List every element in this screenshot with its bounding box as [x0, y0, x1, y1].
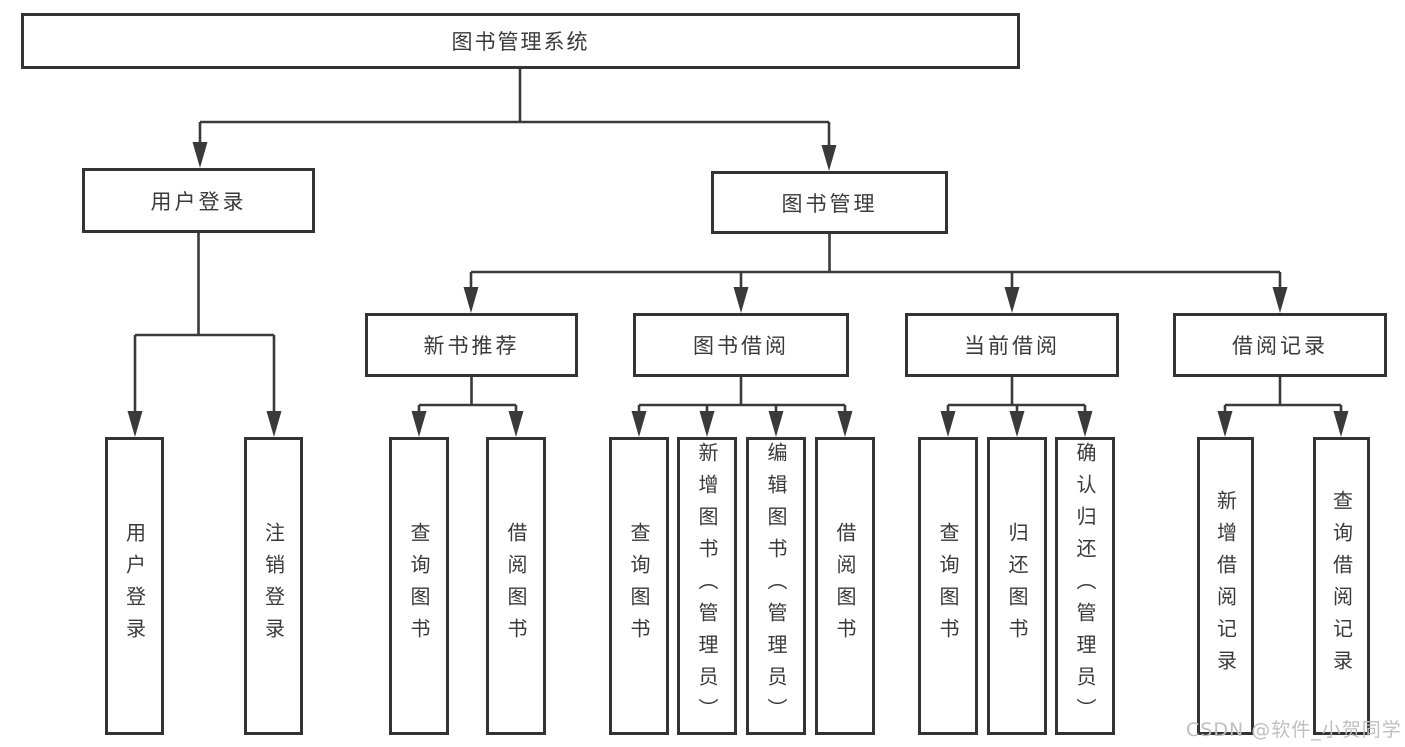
connector-current-borrow-to-leaves [946, 377, 1087, 413]
arrowhead-icon [266, 411, 282, 437]
arrowhead-icon [127, 411, 143, 437]
leaf-query-books-3: 查询图书 [918, 437, 978, 735]
leaf-return-books: 归还图书 [987, 437, 1047, 735]
arrowhead-icon [631, 411, 647, 437]
leaf-label: 注销登录 [261, 522, 286, 650]
connector-book-mgmt-to-level3 [469, 234, 1282, 289]
leaf-label: 归还图书 [1005, 522, 1029, 650]
leaf-add-borrow-record: 新增借阅记录 [1197, 437, 1254, 735]
leaf-label: 新增图书（管理员） [695, 442, 719, 730]
arrowhead-icon [1333, 411, 1349, 437]
leaf-logout: 注销登录 [244, 437, 303, 735]
arrowhead-icon [837, 411, 853, 437]
arrowhead-icon [192, 142, 208, 168]
leaf-query-borrow-record: 查询借阅记录 [1313, 437, 1370, 735]
node-root: 图书管理系统 [21, 13, 1020, 69]
leaf-label: 借阅图书 [833, 522, 857, 650]
arrowhead-icon [1272, 287, 1288, 313]
arrowhead-icon [940, 411, 956, 437]
arrowhead-icon [821, 145, 837, 171]
arrowhead-icon [1077, 411, 1093, 437]
leaf-borrow-books-1: 借阅图书 [486, 437, 546, 735]
connector-new-book-to-leaves [417, 377, 518, 413]
leaf-confirm-return-admin: 确认归还（管理员） [1055, 437, 1115, 735]
connector-root-to-level2 [198, 69, 831, 147]
node-current-borrowing: 当前借阅 [905, 313, 1119, 377]
leaf-label: 新增借阅记录 [1213, 490, 1238, 682]
leaf-borrow-books-2: 借阅图书 [815, 437, 875, 735]
arrowhead-icon [733, 287, 749, 313]
connector-user-login-to-leaves [133, 233, 276, 413]
leaf-label: 查询图书 [407, 522, 431, 650]
arrowhead-icon [1004, 287, 1020, 313]
arrowhead-icon [1217, 411, 1233, 437]
leaf-user-login: 用户登录 [105, 437, 164, 735]
node-borrowing-records: 借阅记录 [1173, 313, 1387, 377]
leaf-label: 查询借阅记录 [1329, 490, 1354, 682]
leaf-label: 查询图书 [627, 522, 651, 650]
leaf-edit-books-admin: 编辑图书（管理员） [746, 437, 806, 735]
connector-borrow-records-to-leaves [1223, 377, 1343, 413]
leaf-query-books-1: 查询图书 [389, 437, 449, 735]
arrowhead-icon [699, 411, 715, 437]
leaf-label: 用户登录 [122, 522, 147, 650]
leaf-add-books-admin: 新增图书（管理员） [677, 437, 737, 735]
arrowhead-icon [463, 287, 479, 313]
leaf-label: 确认归还（管理员） [1073, 442, 1097, 730]
connector-book-borrow-to-leaves [637, 377, 847, 413]
arrowhead-icon [768, 411, 784, 437]
node-user-login: 用户登录 [82, 168, 315, 233]
leaf-label: 编辑图书（管理员） [764, 442, 788, 730]
node-book-borrowing: 图书借阅 [633, 313, 849, 377]
leaf-label: 查询图书 [936, 522, 960, 650]
arrowhead-icon [508, 411, 524, 437]
node-new-book-recommend: 新书推荐 [365, 313, 578, 377]
leaf-query-books-2: 查询图书 [609, 437, 669, 735]
arrowhead-icon [1009, 411, 1025, 437]
node-book-management: 图书管理 [711, 171, 948, 234]
arrowhead-icon [411, 411, 427, 437]
leaf-label: 借阅图书 [504, 522, 528, 650]
watermark: CSDN @软件_小贺同学 [1186, 719, 1402, 741]
